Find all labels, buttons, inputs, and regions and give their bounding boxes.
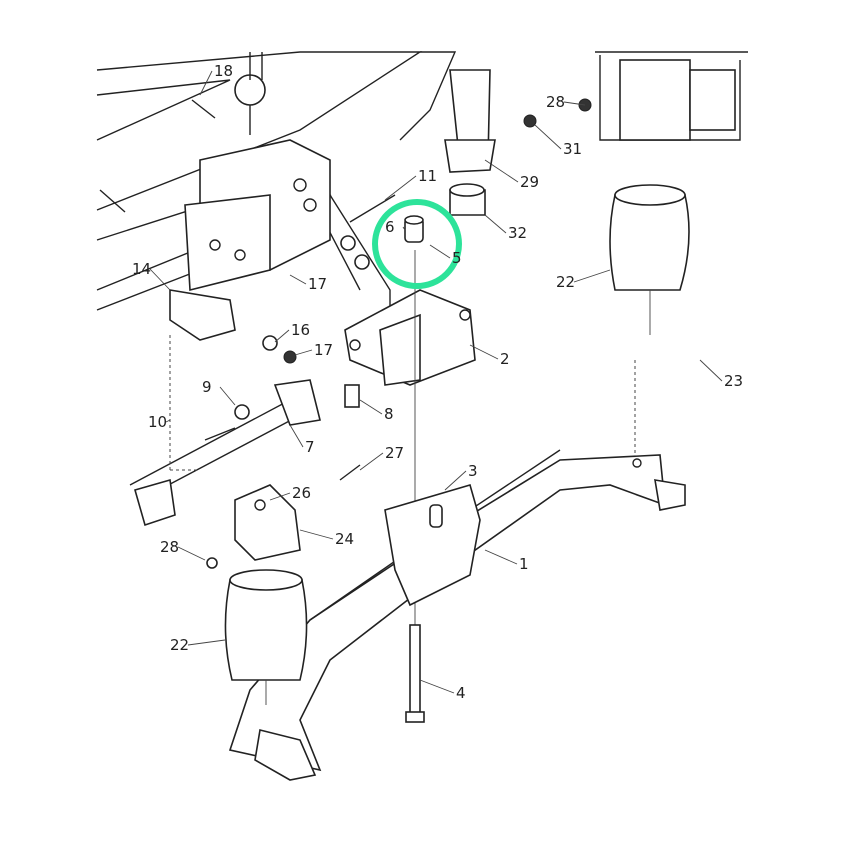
part-1-axle-beam <box>228 449 686 781</box>
callout-leader <box>165 419 171 423</box>
callout-31: 31 <box>563 140 582 158</box>
callout-28: 28 <box>160 538 179 556</box>
callout-22: 22 <box>556 273 575 291</box>
highlight-circle <box>372 199 462 289</box>
callout-9: 9 <box>202 378 212 396</box>
callout-leader <box>269 492 291 501</box>
callout-32: 32 <box>508 224 527 242</box>
callout-18: 18 <box>214 62 233 80</box>
callout-17: 17 <box>308 275 327 293</box>
callout-leader <box>699 359 723 382</box>
callout-11: 11 <box>418 167 437 185</box>
part-22-air-spring-left <box>224 569 308 705</box>
callout-27: 27 <box>385 444 404 462</box>
part-11-bolt <box>340 98 592 270</box>
callout-leader <box>419 679 455 694</box>
callout-leader <box>384 175 417 201</box>
callout-10: 10 <box>148 413 167 431</box>
callout-leader <box>294 349 313 356</box>
callout-23: 23 <box>724 372 743 390</box>
callout-leader <box>469 344 499 360</box>
callout-3: 3 <box>468 462 478 480</box>
callout-17: 17 <box>314 341 333 359</box>
callout-leader <box>402 226 406 231</box>
callout-2: 2 <box>500 350 510 368</box>
part-4-bolt <box>405 624 425 723</box>
callout-leader <box>359 399 383 415</box>
callout-leader <box>484 214 507 234</box>
callout-leader <box>573 269 611 283</box>
callout-4: 4 <box>456 684 466 702</box>
callout-leader <box>274 329 290 343</box>
part-26-bracket <box>234 484 301 561</box>
callout-29: 29 <box>520 173 539 191</box>
callout-24: 24 <box>335 530 354 548</box>
callout-5: 5 <box>452 249 462 267</box>
part-18-bolt <box>99 52 266 213</box>
stabilizer-rod <box>129 335 361 569</box>
callout-26: 26 <box>292 484 311 502</box>
callout-leader <box>484 159 519 183</box>
callout-leader <box>444 470 467 491</box>
callout-leader <box>177 546 206 561</box>
frame-bracket <box>169 69 496 341</box>
callout-leader <box>299 529 334 540</box>
callout-leader <box>289 424 304 448</box>
callout-leader <box>149 268 171 291</box>
callout-leader <box>187 639 226 646</box>
part-2-mount <box>344 289 476 408</box>
part-22-air-spring-right <box>609 184 690 455</box>
callout-leader <box>429 244 451 259</box>
callout-28: 28 <box>546 93 565 111</box>
callout-leader <box>199 70 213 96</box>
callout-leader <box>219 386 236 406</box>
callout-leader <box>563 101 586 106</box>
callout-16: 16 <box>291 321 310 339</box>
callout-7: 7 <box>305 438 315 456</box>
callout-leader <box>534 124 562 150</box>
callout-1: 1 <box>519 555 529 573</box>
callout-22: 22 <box>170 636 189 654</box>
callout-6: 6 <box>385 218 395 236</box>
callout-leader <box>484 549 518 565</box>
callout-8: 8 <box>384 405 394 423</box>
callout-leader <box>289 274 307 285</box>
callout-leader <box>359 452 384 471</box>
callout-14: 14 <box>132 260 151 278</box>
